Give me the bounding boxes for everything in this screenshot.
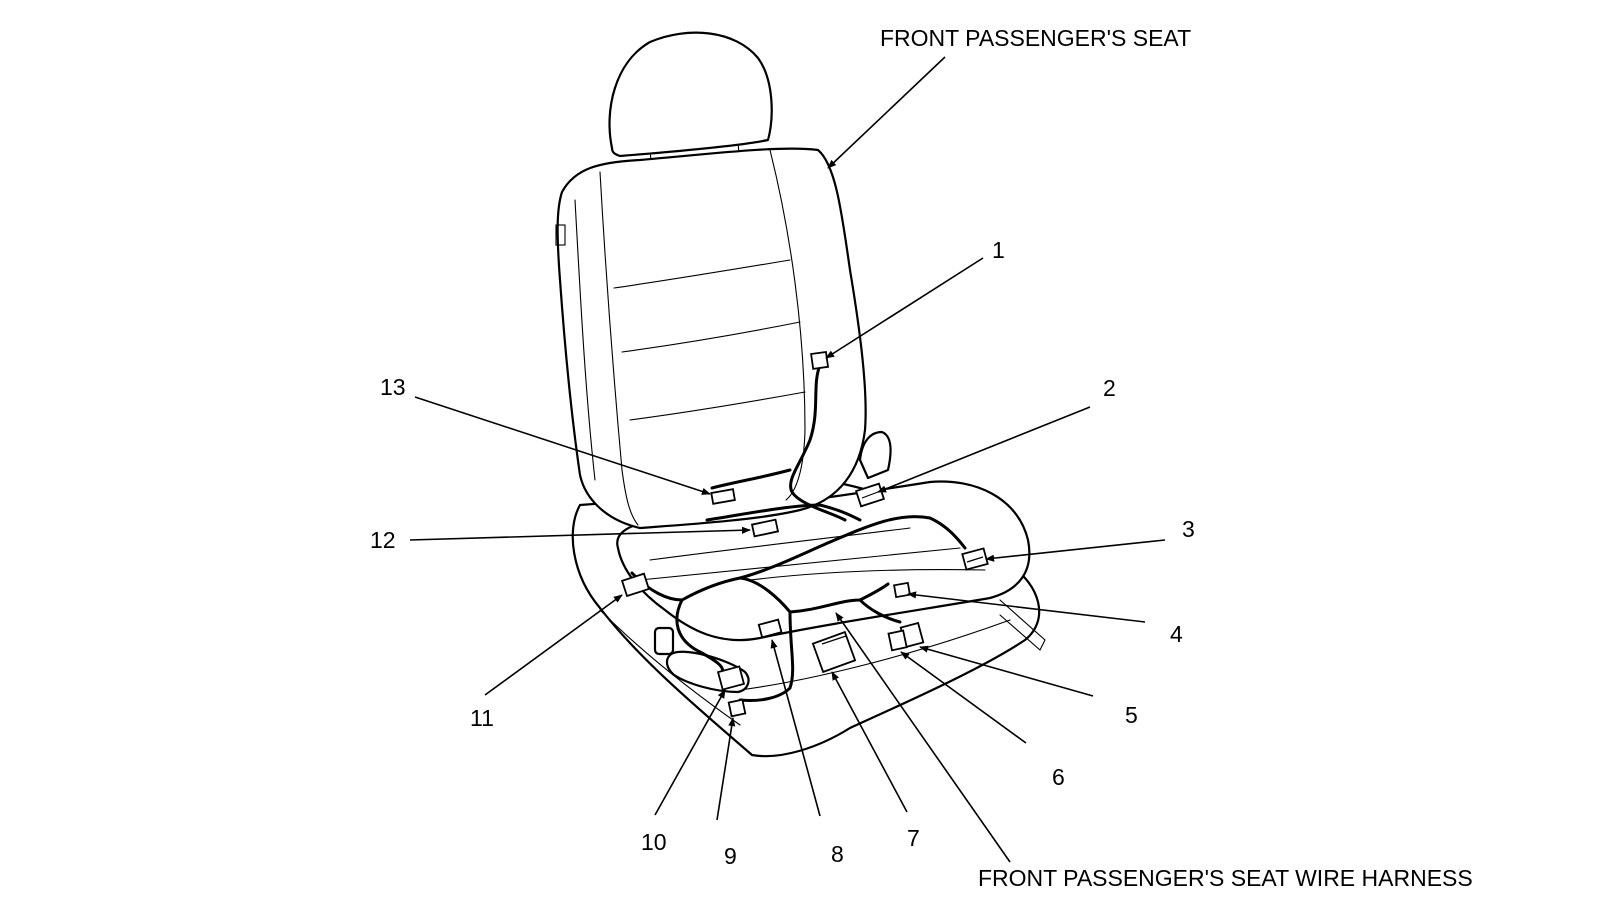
seat-back-seam-right [769, 149, 806, 501]
callout-13: 13 [380, 374, 406, 400]
leader-5 [919, 645, 1094, 697]
seat-label: FRONT PASSENGER'S SEAT [880, 25, 1191, 51]
leader-harness [835, 612, 1011, 863]
harness-back-branch [789, 363, 847, 522]
callout-6: 6 [1052, 764, 1065, 790]
leader-12 [409, 526, 751, 541]
callout-10: 10 [641, 829, 667, 855]
leader-11 [484, 594, 623, 696]
harness-lower-branch [738, 576, 890, 614]
connector-8 [757, 618, 783, 639]
leader-1 [825, 257, 984, 359]
leader-2 [877, 406, 1091, 493]
base-front-edge [739, 619, 1011, 691]
leader-7 [831, 671, 908, 813]
callout-8: 8 [831, 841, 844, 867]
harness-loop-front [675, 598, 724, 674]
connector-9 [727, 698, 747, 718]
headrest [608, 31, 773, 158]
wire-harness [630, 363, 967, 702]
cushion-seam-side [749, 569, 986, 581]
seat-back-side-bolster [574, 199, 596, 481]
switch-panel-small [653, 626, 675, 656]
connector-11 [620, 572, 651, 598]
callout-2: 2 [1103, 375, 1116, 401]
leader-9 [716, 717, 736, 821]
callout-3: 3 [1182, 516, 1195, 542]
cushion-seam-mid [639, 547, 961, 581]
harness-connector-9-branch [738, 610, 795, 702]
text-labels: FRONT PASSENGER'S SEAT FRONT PASSENGER'S… [370, 25, 1473, 891]
callout-9: 9 [724, 843, 737, 869]
connector-7 [811, 630, 857, 674]
connector-10 [716, 665, 746, 691]
seat-back-horizontal-seam-3 [629, 391, 806, 421]
harness-cushion-branch [705, 503, 862, 522]
connector-4 [893, 581, 911, 599]
seat-back-tag [555, 224, 566, 246]
recline-lever [858, 430, 892, 480]
callout-12: 12 [370, 527, 396, 553]
callout-11: 11 [470, 705, 494, 731]
leader-8 [770, 639, 821, 817]
seat-back-seam-left [599, 171, 639, 526]
harness-connector-5-branch [858, 598, 902, 624]
callout-7: 7 [907, 825, 920, 851]
callout-4: 4 [1170, 621, 1183, 647]
harness-upper-cross [710, 468, 792, 490]
connector-13 [710, 488, 736, 505]
connector-6 [887, 629, 908, 652]
leader-6 [900, 651, 1027, 744]
leader-lines [409, 56, 1166, 863]
base-rail [999, 599, 1046, 651]
leader-3 [985, 539, 1166, 562]
seat-back-horizontal-seam-2 [621, 321, 801, 353]
base-side-edge [599, 609, 741, 726]
connectors [620, 350, 989, 718]
leader-13 [414, 396, 711, 495]
seat-illustration [555, 31, 1046, 758]
callout-5: 5 [1125, 702, 1138, 728]
leader-4 [907, 591, 1146, 623]
leader-seat [827, 56, 946, 169]
connector-1 [810, 350, 830, 370]
callout-1: 1 [992, 237, 1005, 263]
seat-back-horizontal-seam-1 [613, 259, 791, 289]
cushion-seam-front [649, 527, 911, 561]
harness-label: FRONT PASSENGER'S SEAT WIRE HARNESS [978, 865, 1473, 891]
leader-10 [654, 689, 726, 816]
connector-12 [750, 518, 780, 538]
